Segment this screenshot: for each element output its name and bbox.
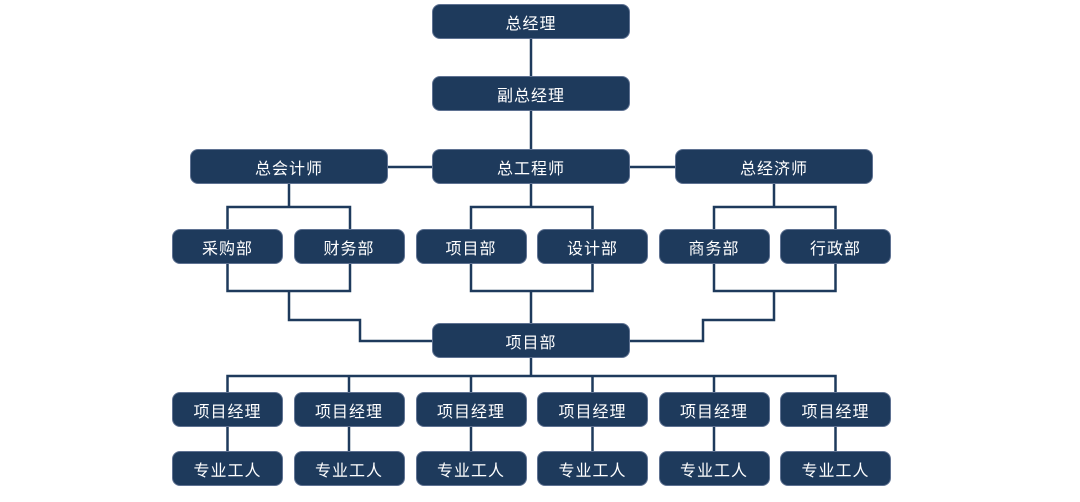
node-professional-worker-5: 专业工人 <box>658 451 770 486</box>
node-professional-worker-4: 专业工人 <box>537 451 648 486</box>
node-project-manager-2: 项目经理 <box>293 392 405 427</box>
connector-economist-branch <box>712 184 837 229</box>
connector-left-pair-to-project <box>226 264 432 343</box>
connector-right-pair-to-project <box>630 264 837 343</box>
node-commerce-dept: 商务部 <box>658 229 770 264</box>
node-professional-worker-3: 专业工人 <box>415 451 527 486</box>
node-admin-dept: 行政部 <box>780 229 891 264</box>
connector-engineer-branch <box>469 184 594 229</box>
node-project-department: 项目部 <box>432 323 630 358</box>
connector-project-to-managers <box>226 358 837 392</box>
node-project-manager-5: 项目经理 <box>658 392 770 427</box>
node-professional-worker-6: 专业工人 <box>780 451 891 486</box>
node-chief-economist: 总经济师 <box>675 149 873 184</box>
node-project-manager-6: 项目经理 <box>780 392 891 427</box>
node-project-manager-1: 项目经理 <box>172 392 283 427</box>
connector-managers-to-workers <box>226 427 837 451</box>
node-general-manager: 总经理 <box>432 4 630 39</box>
node-professional-worker-2: 专业工人 <box>293 451 405 486</box>
node-chief-accountant: 总会计师 <box>190 149 388 184</box>
node-professional-worker-1: 专业工人 <box>172 451 283 486</box>
connector-mid-pair-to-project <box>469 264 594 323</box>
node-design-dept: 设计部 <box>537 229 648 264</box>
node-finance-dept: 财务部 <box>293 229 405 264</box>
node-procurement-dept: 采购部 <box>172 229 283 264</box>
node-project-manager-3: 项目经理 <box>415 392 527 427</box>
node-deputy-general-manager: 副总经理 <box>432 76 630 111</box>
connector-accountant-branch <box>226 184 352 229</box>
node-project-manager-4: 项目经理 <box>537 392 648 427</box>
node-project-dept: 项目部 <box>415 229 527 264</box>
node-chief-engineer: 总工程师 <box>432 149 630 184</box>
